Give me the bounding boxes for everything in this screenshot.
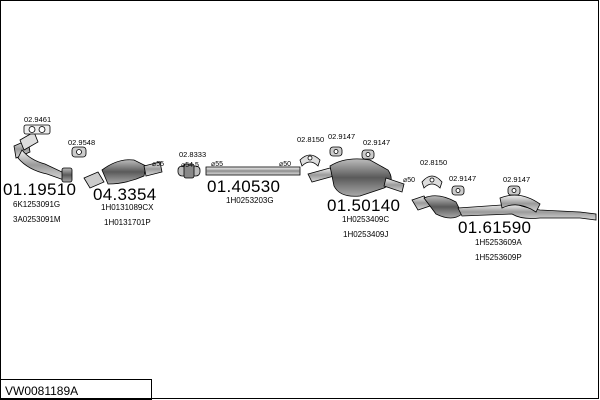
clamp-8333-part xyxy=(177,163,201,179)
catalytic-converter-oem-1: 1H0131089CX xyxy=(101,203,154,212)
middle-silencer-part-number: 01.50140 xyxy=(327,196,401,215)
clamp-9147-b-label: 02.9147 xyxy=(363,138,391,147)
catalytic-converter-part-number: 04.3354 xyxy=(93,185,157,204)
clamp-9147-a-part xyxy=(329,146,343,157)
middle-silencer-oem-1: 1H0253409C xyxy=(342,215,390,224)
diameter-label-4: ⌀50 xyxy=(279,161,292,168)
gasket-9461-part xyxy=(23,124,51,135)
hanger-8150-a-part xyxy=(299,154,321,167)
rear-silencer-oem-2: 1H5253609P xyxy=(475,253,522,262)
rear-silencer-part xyxy=(411,194,597,221)
middle-silencer-part xyxy=(307,158,405,197)
hanger-8150-a-label: 02.8150 xyxy=(297,135,325,144)
diameter-label-3: ⌀55 xyxy=(211,161,224,168)
front-pipe-part xyxy=(13,131,73,183)
hanger-8150-b-part xyxy=(421,175,443,189)
rear-silencer-oem-1: 1H5253609A xyxy=(475,238,522,247)
clamp-8333-label: 02.8333 xyxy=(179,150,207,159)
gasket-9461-label: 02.9461 xyxy=(24,115,52,124)
clamp-9147-c-label: 02.9147 xyxy=(449,174,477,183)
front-pipe-oem-2: 3A0253091M xyxy=(13,215,61,224)
diameter-label-2: ⌀54,5 xyxy=(181,162,199,169)
clamp-9548-label: 02.9548 xyxy=(68,138,96,147)
diagram-id: VW0081189A xyxy=(5,384,79,398)
front-pipe-part-number: 01.19510 xyxy=(3,180,77,199)
clamp-9147-b-part xyxy=(361,149,375,160)
hanger-8150-b-label: 02.8150 xyxy=(420,158,448,167)
catalytic-converter-oem-2: 1H0131701P xyxy=(104,218,151,227)
diameter-label-5: ⌀50 xyxy=(403,177,416,184)
diameter-label-1: ⌀55 xyxy=(152,161,165,168)
diagram-id-box: VW0081189A xyxy=(0,379,152,400)
clamp-9147-d-label: 02.9147 xyxy=(503,175,531,184)
front-pipe-oem-1: 6K1253091G xyxy=(13,200,61,209)
intermediate-pipe-part-number: 01.40530 xyxy=(207,177,281,196)
clamp-9147-d-part xyxy=(507,185,521,196)
clamp-9548-part xyxy=(71,146,87,158)
rear-silencer-part-number: 01.61590 xyxy=(458,218,532,237)
middle-silencer-oem-2: 1H0253409J xyxy=(343,230,389,239)
intermediate-pipe-part xyxy=(205,166,301,176)
clamp-9147-a-label: 02.9147 xyxy=(328,132,356,141)
catalytic-converter-part xyxy=(83,159,163,189)
intermediate-pipe-oem-1: 1H0253203G xyxy=(226,196,274,205)
clamp-9147-c-part xyxy=(451,185,465,196)
